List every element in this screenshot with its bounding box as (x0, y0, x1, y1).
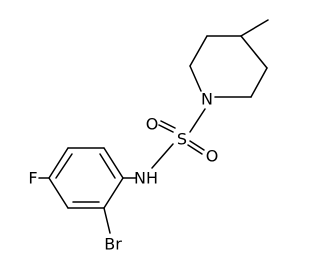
bond-piperidine-c2-n (189, 65, 202, 92)
bond-ring-c3-c4 (48, 177, 69, 209)
bond-s-o-upper-b (160, 120, 176, 129)
bond-ring-inner-c4-c5 (55, 153, 73, 179)
bond-methyl (240, 19, 269, 37)
bond-s-nh (151, 143, 174, 169)
atom-label-oxygen-lower: O (206, 147, 219, 166)
atom-label-fluorine: F (28, 169, 37, 188)
bond-piperidine-c6-c5 (250, 67, 268, 98)
atom-label-bromine: Br (104, 235, 122, 254)
atom-label-sulfur: S (177, 130, 187, 149)
atom-label-oxygen-upper: O (146, 115, 159, 134)
bond-ring-c4-c5 (48, 147, 69, 179)
bond-n-s (189, 108, 206, 133)
bond-s-o-lower-a (189, 140, 205, 151)
bond-ring-c6-c1 (103, 147, 124, 179)
bond-layer (38, 19, 269, 234)
bond-piperidine-c5-c4 (240, 35, 268, 69)
bond-ring-c1-c2 (103, 177, 124, 209)
atom-label-nitrogen-ring: N (201, 90, 213, 109)
bond-piperidine-c3-c2 (189, 35, 208, 67)
bond-s-o-upper-a (158, 124, 174, 133)
bond-ring-inner-c6-c1 (99, 153, 116, 179)
bond-s-o-lower-b (187, 144, 203, 155)
atom-label-amide-nh: NH (134, 169, 158, 188)
atom-label-layer: N S O O NH Br F (28, 90, 218, 254)
bond-aryl-br (103, 207, 111, 234)
chemical-structure-diagram: N S O O NH Br F (28, 19, 269, 254)
